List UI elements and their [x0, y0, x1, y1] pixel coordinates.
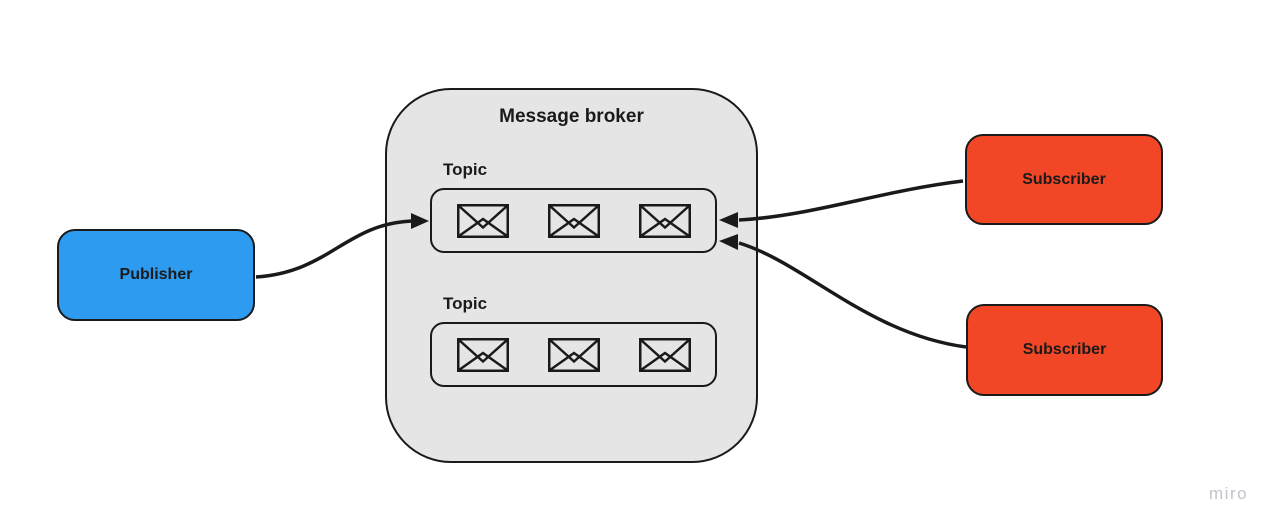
topic-2-label: Topic	[443, 294, 488, 313]
envelope-icon	[456, 203, 509, 238]
publisher-node: Publisher	[57, 229, 255, 321]
subscriber-2-label: Subscriber	[1022, 341, 1107, 358]
broker-title: Message broker	[499, 106, 644, 127]
topic-2-box	[430, 322, 717, 387]
subscriber-node-1: Subscriber	[965, 134, 1163, 225]
topic-1-label: Topic	[443, 160, 488, 179]
envelope-icon	[456, 337, 509, 372]
envelope-icon	[547, 203, 600, 238]
publisher-label: Publisher	[119, 266, 193, 283]
message-broker-container: Message broker Topic Topic	[385, 88, 758, 463]
envelope-icon	[638, 337, 691, 372]
miro-watermark: miro	[1209, 484, 1249, 503]
envelope-icon	[638, 203, 691, 238]
topic-1-box	[430, 188, 717, 253]
envelope-icon	[547, 337, 600, 372]
subscriber-1-label: Subscriber	[1022, 170, 1106, 188]
subscriber-node-2: Subscriber	[966, 304, 1163, 396]
